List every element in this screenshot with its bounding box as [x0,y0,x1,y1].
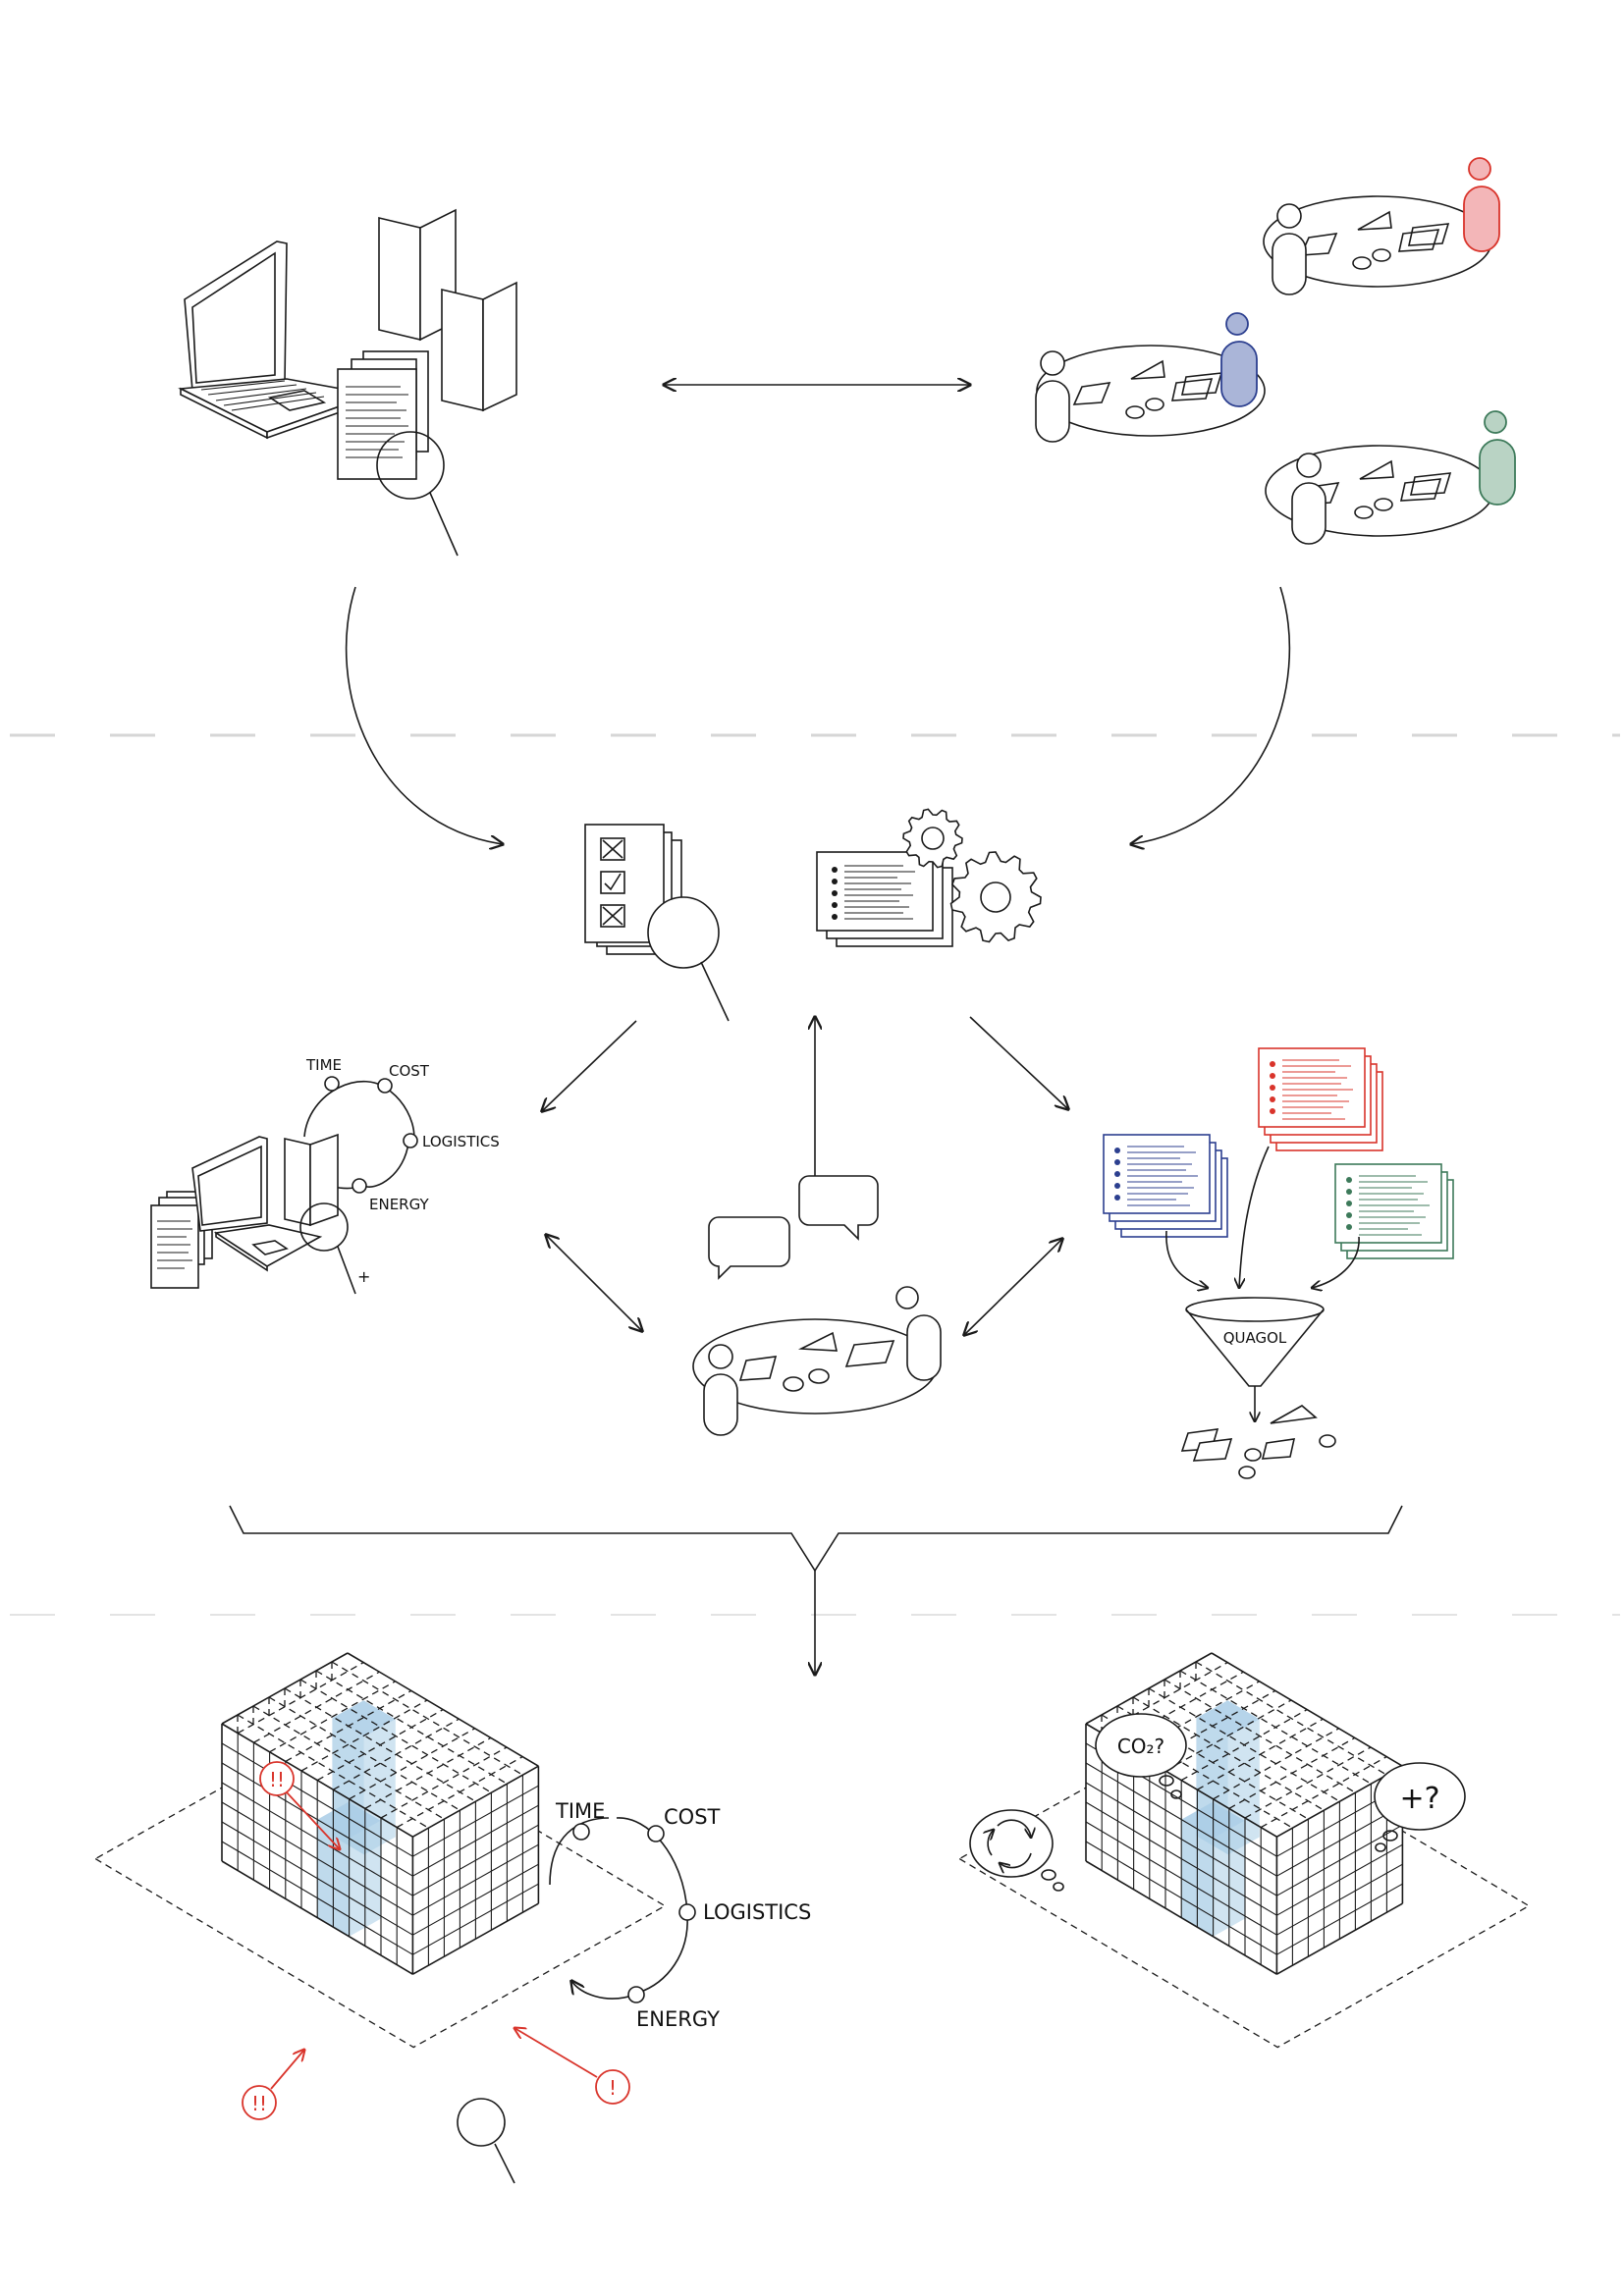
svg-text:CO₂?: CO₂? [1117,1735,1164,1758]
coded-transcripts-icon [1103,1047,1454,1259]
cycle-label-logistics: LOGISTICS [703,1900,811,1924]
alert-bottom-left: !! [242,2050,304,2120]
meeting-group-green [1265,410,1516,545]
arrow-to-cycle [542,1020,637,1111]
booklet-icon [378,208,517,412]
cycle-label-time: TIME [555,1799,605,1823]
cycle-label-energy: ENERGY [369,1196,429,1213]
curve-arrow-right [1131,586,1291,844]
arrow-green-to-funnel [1312,1236,1360,1288]
magnifier-icon: + [299,1202,370,1295]
cycle-large: TIME COST LOGISTICS ENERGY [549,1799,811,2031]
cycle-node-cost [647,1825,665,1842]
cycle-node-energy [352,1178,367,1194]
output-shapes [1180,1405,1336,1479]
meeting-group-red [1263,157,1500,295]
laptop-icon-small [150,1133,339,1289]
coded-documents-icon [816,851,953,947]
svg-text:+?: +? [1399,1782,1439,1816]
thought-bubble-cycle [969,1809,1064,1892]
cycle-node-time [572,1823,590,1841]
cycle-node-logistics [678,1903,696,1921]
cycle-node-time [324,1076,340,1092]
cycle-node-energy [627,1986,645,2003]
magnifier-icon [376,431,459,557]
gear-icon [902,808,1042,943]
cycle-label-time: TIME [305,1056,342,1074]
checklist-icon [584,824,682,955]
curve-arrow-left [345,586,503,844]
person-icon-blue [1220,312,1258,407]
cycle-node-logistics [403,1133,418,1148]
svg-text:!: ! [609,2076,617,2100]
arrow-cycle-meeting [546,1235,642,1331]
svg-text:!!: !! [251,2092,267,2115]
document-stack-icon [337,350,429,480]
cycle-label-cost: COST [389,1062,430,1080]
brace-merge [229,1505,1403,1573]
arrow-meeting-funnel [964,1239,1062,1335]
magnifier-icon [457,2098,515,2184]
cycle-node-cost [377,1078,393,1094]
arrow-blue-to-funnel [1165,1230,1208,1288]
meeting-discussion [692,1175,942,1436]
arrow-to-funnel [969,1016,1068,1109]
person-icon-red [1463,157,1500,252]
cycle-small: TIME COST LOGISTICS ENERGY [303,1056,500,1213]
speech-bubble-icon [708,1175,879,1280]
funnel-label: QUAGOL [1223,1329,1287,1347]
svg-text:!!: !! [269,1768,285,1791]
plus-mark: + [357,1267,370,1286]
funnel-icon: QUAGOL [1185,1297,1325,1421]
alert-bottom-right: ! [514,2028,630,2105]
thought-bubble-plus: +? [1374,1762,1466,1852]
alert-top: !! [259,1761,340,1849]
person-icon-green [1479,410,1516,506]
laptop-icon [178,240,377,440]
magnifier-icon [647,896,730,1022]
thought-bubble-co2: CO₂? [1095,1713,1187,1799]
cycle-arrows-icon [988,1819,1031,1867]
building-icon-right [957,1652,1531,2049]
cycle-label-cost: COST [664,1805,721,1829]
cycle-label-energy: ENERGY [636,2007,720,2031]
cycle-label-logistics: LOGISTICS [422,1133,500,1150]
arrow-red-to-funnel [1239,1146,1270,1288]
meeting-group-blue [1035,312,1266,443]
